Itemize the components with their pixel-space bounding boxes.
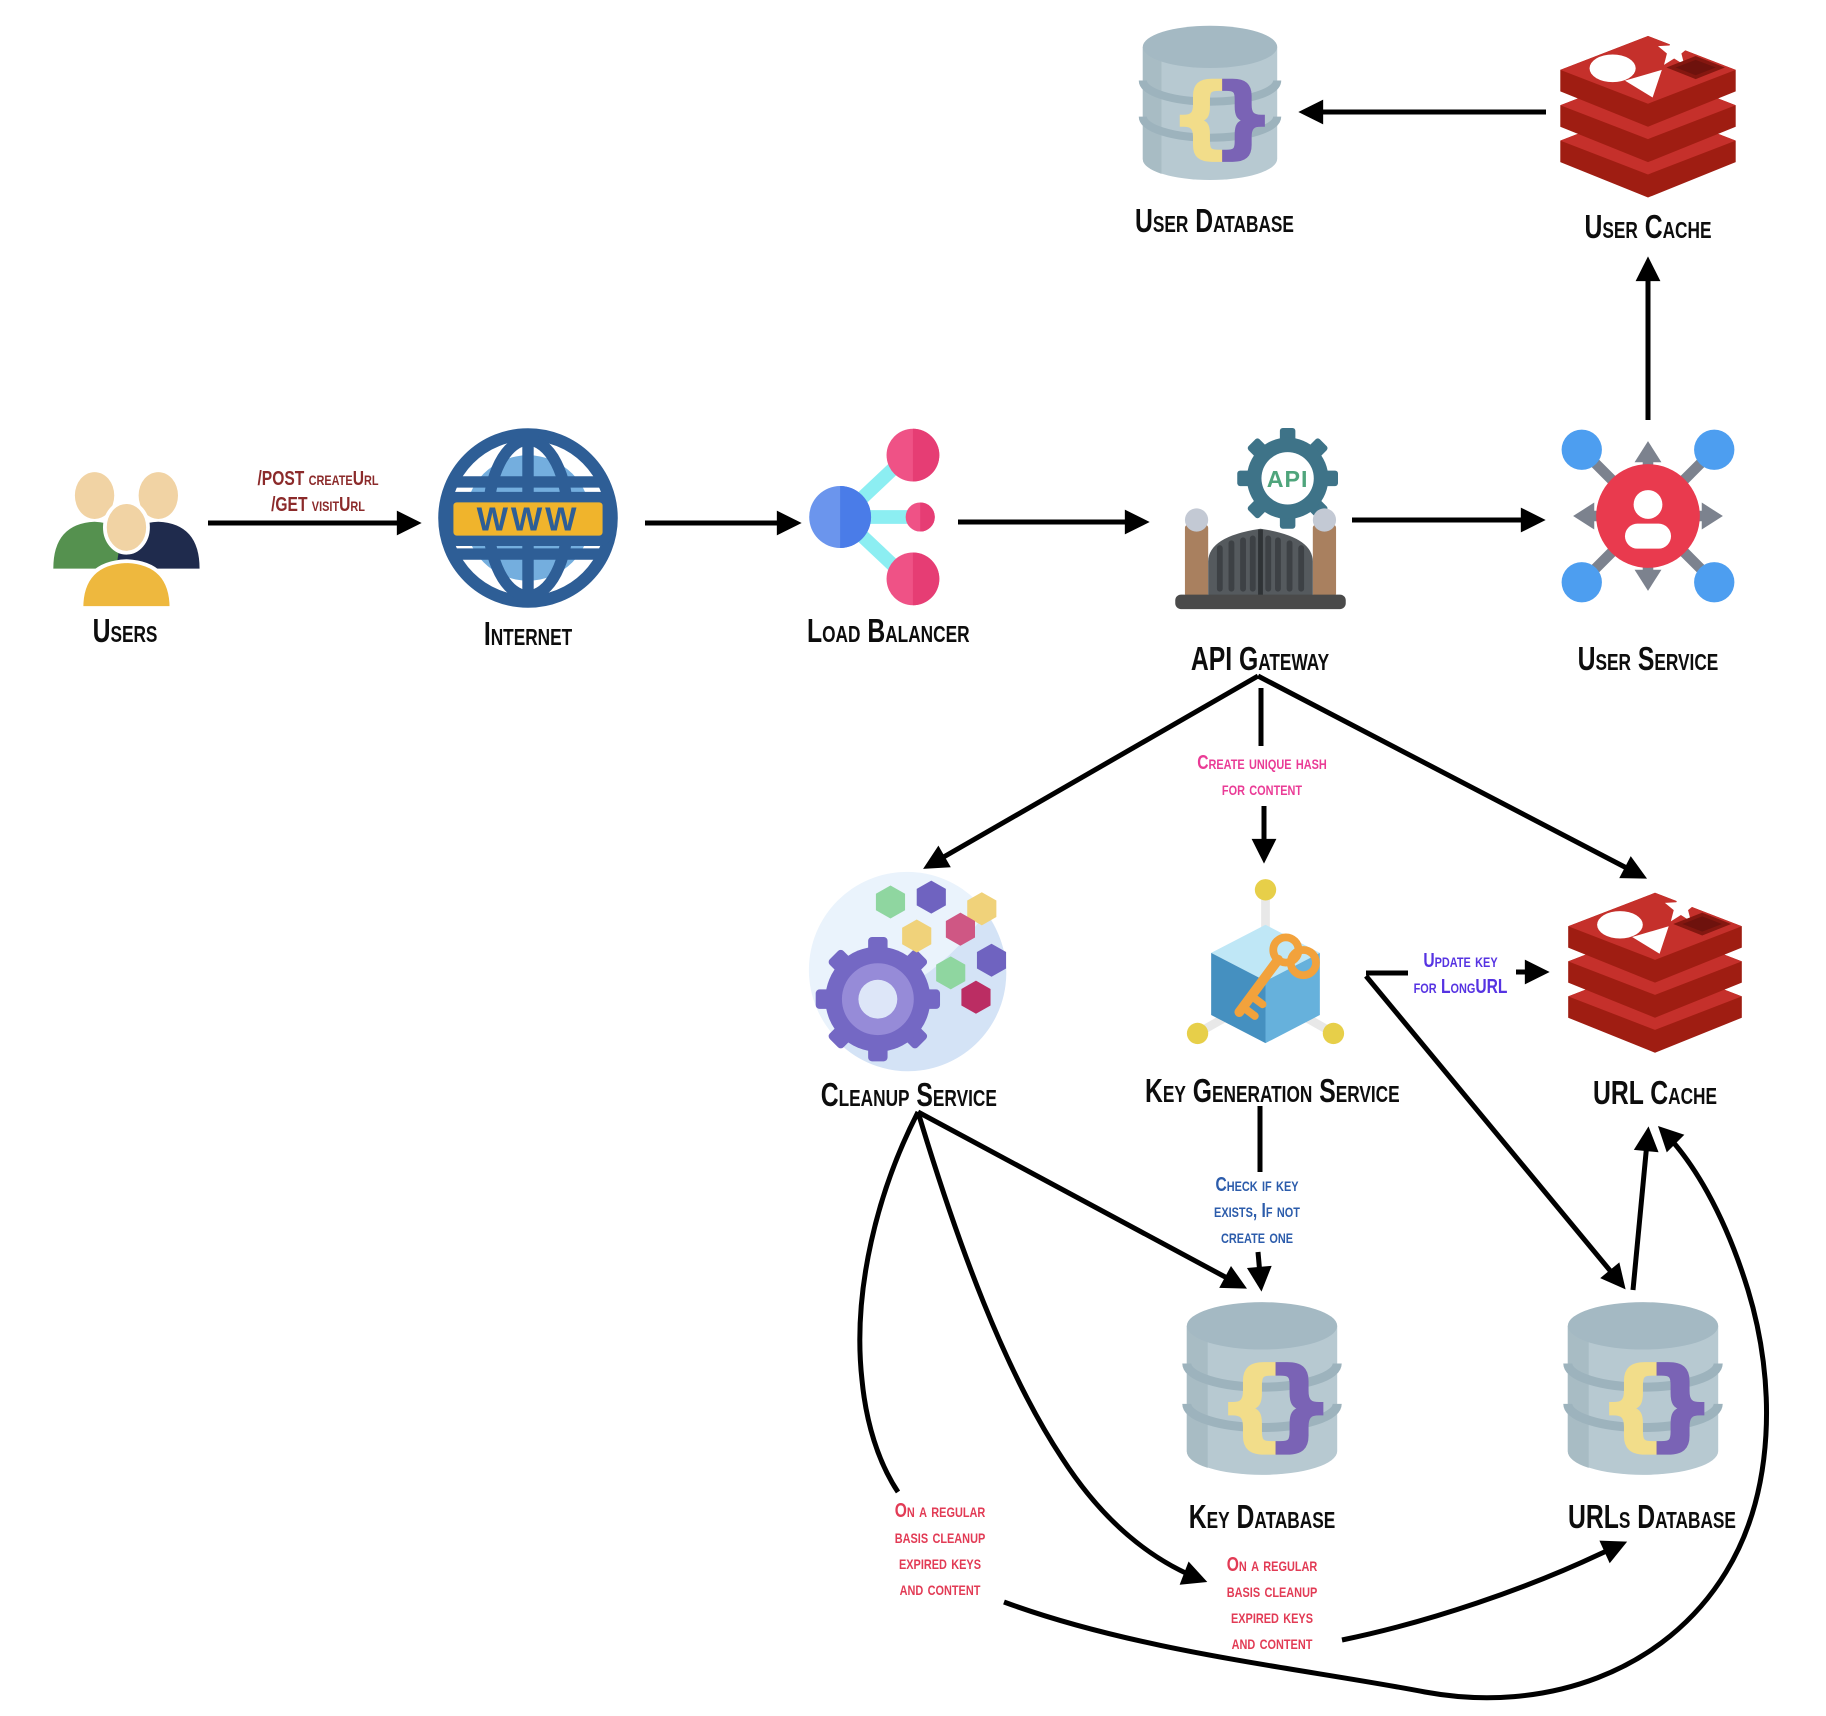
key-database-label: Key Database	[1188, 1498, 1336, 1535]
internet-icon: WWW	[438, 428, 618, 608]
node-internet: WWW Internet	[425, 423, 631, 650]
node-api-gateway: API API Gateway	[1150, 426, 1370, 675]
cleanup-service-icon	[808, 871, 1007, 1072]
arrow-righttext-urlsdatabase	[1341, 1540, 1628, 1643]
node-user-database: User Database	[1110, 22, 1310, 237]
users-label: Users	[92, 612, 158, 649]
load-balancer-icon	[809, 428, 940, 606]
user-database-icon	[1135, 22, 1285, 190]
internet-label: Internet	[483, 615, 573, 652]
node-user-service: User Service	[1548, 420, 1748, 675]
create-hash-annotation: Create unique hash for content	[1197, 752, 1327, 800]
arrow-cleanup-lefttext	[857, 1110, 921, 1494]
load-balancer-label: Load Balancer	[807, 612, 970, 649]
cleanup-right-annotation: On a regular basis cleanup expired keys …	[1226, 1554, 1318, 1654]
arrow-kgs-keydatabase-lower	[1246, 1251, 1272, 1292]
user-service-label: User Service	[1577, 640, 1719, 677]
users-icon	[52, 472, 200, 608]
node-users: Users	[25, 458, 225, 647]
node-user-cache: User Cache	[1540, 25, 1756, 243]
urls-database-label: URLs Database	[1568, 1498, 1736, 1535]
node-load-balancer: Load Balancer	[782, 426, 982, 647]
url-cache-icon	[1568, 891, 1742, 1053]
cleanup-left-annotation: On a regular basis cleanup expired keys …	[894, 1500, 986, 1600]
key-generation-service-icon	[1186, 879, 1344, 1045]
urls-database-icon	[1558, 1298, 1728, 1486]
update-key-annotation: Update key for LongURL	[1413, 950, 1508, 998]
api-gateway-icon: API	[1174, 427, 1346, 610]
check-key-annotation: Check if key exists, If not create one	[1214, 1174, 1300, 1248]
arrow-urlsdatabase-urlcache	[1630, 1126, 1659, 1291]
node-urls-database: URLs Database	[1543, 1298, 1743, 1533]
api-gateway-label: API Gateway	[1190, 640, 1330, 677]
user-cache-label: User Cache	[1584, 208, 1712, 245]
node-key-database: Key Database	[1162, 1298, 1362, 1533]
cleanup-service-label: Cleanup Service	[820, 1076, 997, 1113]
node-key-generation-service: Key Generation Service	[1105, 868, 1425, 1107]
key-generation-service-label: Key Generation Service	[1145, 1072, 1400, 1109]
url-cache-label: URL Cache	[1592, 1074, 1718, 1111]
user-service-icon	[1561, 429, 1735, 603]
node-url-cache: URL Cache	[1548, 882, 1762, 1109]
api-badge: API	[1266, 466, 1308, 492]
route-annotation: /POST createUrl /GET visitUrl	[257, 468, 379, 516]
user-database-label: User Database	[1135, 202, 1294, 239]
key-database-icon	[1177, 1298, 1347, 1486]
node-cleanup-service: Cleanup Service	[792, 868, 1022, 1111]
user-cache-icon	[1560, 34, 1736, 198]
www-badge: WWW	[477, 501, 580, 538]
